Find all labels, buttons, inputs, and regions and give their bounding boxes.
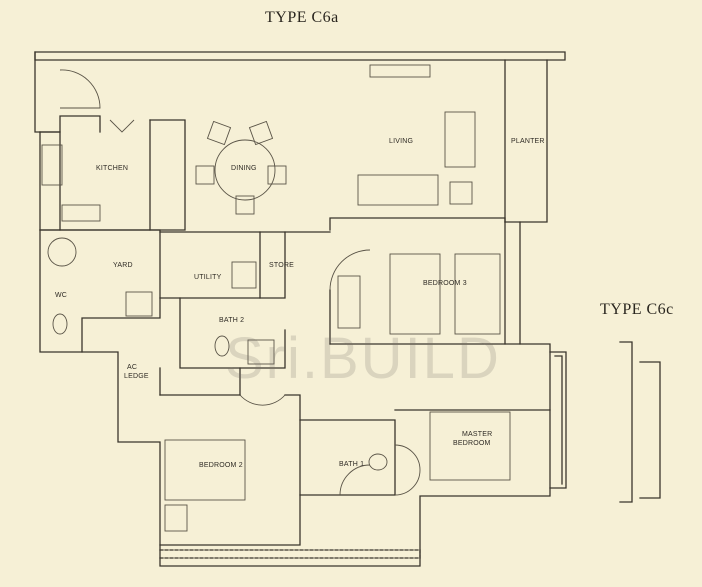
washer bbox=[47, 237, 77, 267]
room-label-utility: UTILITY bbox=[194, 274, 222, 281]
side-table bbox=[449, 181, 473, 205]
folding-door bbox=[109, 119, 135, 133]
room-label-wc: WC bbox=[55, 292, 68, 299]
outer-wall-right bbox=[504, 59, 548, 223]
room-label-bath2: BATH 2 bbox=[219, 317, 245, 324]
master-bed bbox=[429, 411, 511, 481]
room-label-kitchen: KITCHEN bbox=[96, 165, 129, 172]
room-label-master: MASTER bbox=[462, 431, 493, 438]
wardrobe-b2 bbox=[164, 504, 188, 532]
bath2-basin bbox=[247, 339, 275, 365]
outer-wall bbox=[34, 51, 566, 61]
room-label-bedroom2: BEDROOM 2 bbox=[199, 462, 243, 469]
dining-table bbox=[214, 139, 276, 201]
bath2-walls bbox=[179, 297, 286, 369]
master-door bbox=[394, 444, 421, 496]
stove bbox=[41, 144, 63, 186]
balcony-c6a bbox=[549, 351, 567, 489]
plan-title: TYPE C6a bbox=[265, 9, 339, 26]
utility-tub bbox=[231, 261, 257, 289]
room-label-planter: PLANTER bbox=[511, 138, 545, 145]
corridor-walls bbox=[159, 231, 331, 396]
yard-sink bbox=[125, 291, 153, 317]
bed-3a bbox=[389, 253, 441, 335]
room-label-ledge: LEDGE bbox=[124, 373, 149, 380]
utility-walls bbox=[159, 231, 286, 299]
bath1-door bbox=[339, 464, 371, 496]
room-label-bath1: BATH 1 bbox=[339, 461, 365, 468]
room-label-master-bedroom: BEDROOM bbox=[453, 440, 491, 447]
planter-wall bbox=[504, 59, 521, 345]
tv-console bbox=[369, 64, 431, 78]
bath1-basin bbox=[368, 453, 388, 471]
room-label-store: STORE bbox=[269, 262, 294, 269]
bath2-toilet bbox=[214, 335, 230, 357]
watermark: Sri.BUILD bbox=[225, 326, 501, 391]
bedroom2-walls bbox=[159, 394, 301, 546]
counter bbox=[39, 119, 151, 231]
room-label-dining: DINING bbox=[231, 165, 257, 172]
main-door bbox=[59, 69, 101, 109]
yard-walls bbox=[39, 229, 161, 353]
sofa bbox=[357, 174, 439, 206]
bedroom3-door bbox=[329, 249, 371, 291]
sink bbox=[61, 204, 101, 222]
alt-plan-title: TYPE C6c bbox=[600, 301, 674, 318]
bed-3b bbox=[454, 253, 501, 335]
bed-2 bbox=[164, 439, 246, 501]
room-label-yard: YARD bbox=[113, 262, 133, 269]
bath1-walls bbox=[299, 419, 396, 496]
room-label-living: LIVING bbox=[389, 138, 414, 145]
wc-toilet bbox=[52, 313, 68, 335]
outer-wall-left bbox=[34, 51, 551, 567]
armchair bbox=[444, 111, 476, 168]
bedroom2-door bbox=[239, 394, 286, 406]
room-label-ac: AC bbox=[127, 364, 138, 371]
wardrobe-b3 bbox=[337, 275, 361, 329]
room-label-bedroom3: BEDROOM 3 bbox=[423, 280, 467, 287]
balcony-bottom bbox=[159, 549, 421, 559]
c6c-balcony bbox=[619, 341, 661, 503]
